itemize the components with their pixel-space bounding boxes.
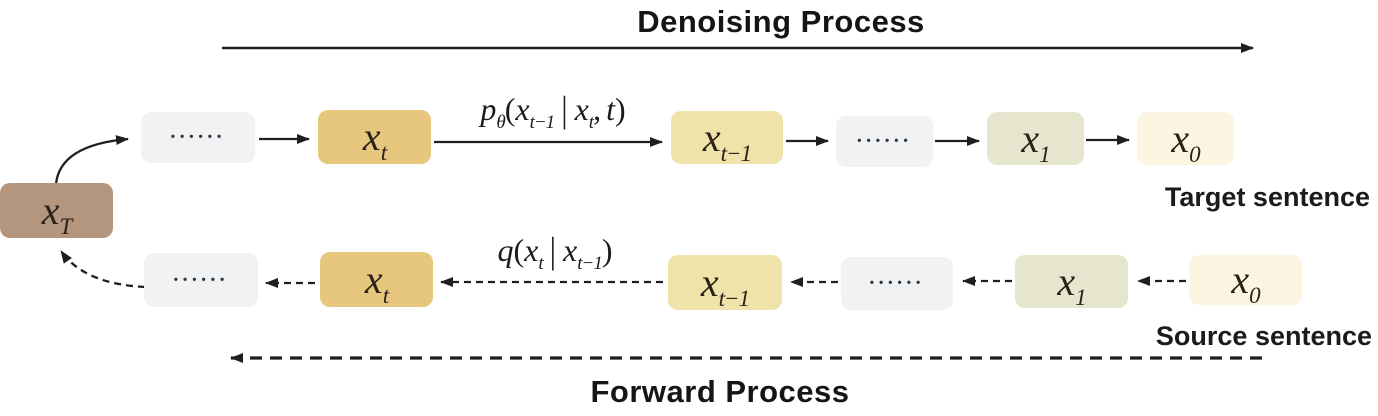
forward-process-title: Forward Process	[590, 374, 850, 409]
node-xT: xT	[0, 183, 113, 238]
formula-close-paren: )	[601, 232, 613, 268]
node-xt-label: xt	[364, 256, 389, 307]
source-sentence-caption: Source sentence	[1155, 321, 1372, 351]
formula-open-paren: (	[513, 232, 525, 268]
node-xt1-base: x	[700, 259, 719, 305]
ellipsis-label: ......	[869, 265, 925, 289]
formula-q: q	[497, 232, 514, 268]
node-x0-label: x0	[1171, 115, 1200, 166]
formula-t: t	[606, 91, 615, 127]
node-dots-top-left: ......	[141, 112, 255, 163]
node-xt1-label: xt−1	[700, 259, 750, 310]
node-x1-sub: 1	[1075, 284, 1086, 310]
node-xt-sub: t	[380, 140, 387, 165]
forward-transition-formula: q(xt|xt−1)	[455, 229, 655, 273]
formula-x: x	[574, 91, 589, 127]
node-x1-label: x1	[1021, 115, 1050, 166]
node-x1-bottom: x1	[1015, 255, 1128, 309]
node-dots-top-right: ......	[836, 116, 933, 167]
node-xt1-bottom: xt−1	[668, 255, 782, 310]
node-x0-top: x0	[1137, 112, 1234, 166]
node-x1-sub: 1	[1039, 141, 1050, 167]
node-x0-base: x	[1231, 257, 1250, 302]
node-xt1-label: xt−1	[702, 114, 752, 165]
node-x0-bottom: x0	[1189, 255, 1302, 308]
arrow-xT-to-dots-top	[54, 135, 129, 185]
formula-theta-sub: θ	[496, 112, 505, 133]
node-xT-label: xT	[41, 187, 73, 238]
formula-t1-sub: t−1	[577, 253, 603, 274]
formula-t1-sub: t−1	[529, 112, 556, 133]
formula-t-sub: t	[538, 253, 543, 274]
formula-x: x	[515, 91, 530, 127]
formula-t-sub: t	[588, 112, 594, 133]
node-xT-base: x	[41, 187, 60, 233]
node-xt1-sub: t−1	[720, 140, 752, 166]
node-xT-sub: T	[59, 213, 72, 239]
formula-x: x	[524, 232, 539, 268]
node-x0-sub: 0	[1249, 283, 1260, 308]
formula-open-paren: (	[504, 91, 516, 127]
arrow-dots-to-xT-bottom	[60, 250, 146, 289]
formula-comma: ,	[593, 91, 602, 127]
node-xt1-top: xt−1	[671, 111, 783, 165]
node-xt-base: x	[364, 256, 383, 302]
node-x0-base: x	[1171, 115, 1190, 161]
node-xt-label: xt	[362, 114, 387, 165]
node-xt-base: x	[362, 114, 381, 159]
node-x1-base: x	[1057, 258, 1076, 304]
denoising-transition-formula: pθ(xt−1|xt,t)	[433, 88, 673, 132]
formula-close-paren: )	[614, 91, 626, 127]
node-dots-bottom-right: ......	[841, 257, 953, 310]
node-xt1-base: x	[702, 114, 721, 160]
node-xt-bottom: xt	[320, 252, 433, 307]
formula-p: p	[480, 91, 497, 127]
node-x1-label: x1	[1057, 258, 1086, 309]
node-x1-base: x	[1021, 115, 1040, 161]
node-xt-top: xt	[318, 110, 431, 164]
formula-given-bar: |	[561, 88, 568, 130]
ellipsis-label: ......	[173, 261, 229, 286]
formula-given-bar: |	[549, 229, 557, 271]
ellipsis-label: ......	[856, 123, 913, 147]
ellipsis-label: ......	[170, 119, 226, 143]
node-xt1-sub: t−1	[718, 285, 750, 311]
denoising-process-title: Denoising Process	[637, 4, 925, 39]
node-dots-bottom-left: ......	[144, 253, 258, 307]
node-x0-label: x0	[1231, 257, 1260, 308]
node-x0-sub: 0	[1189, 141, 1200, 167]
node-xt-sub: t	[382, 282, 389, 308]
formula-x: x	[563, 232, 578, 268]
target-sentence-caption: Target sentence	[1164, 182, 1370, 212]
node-x1-top: x1	[987, 112, 1084, 166]
